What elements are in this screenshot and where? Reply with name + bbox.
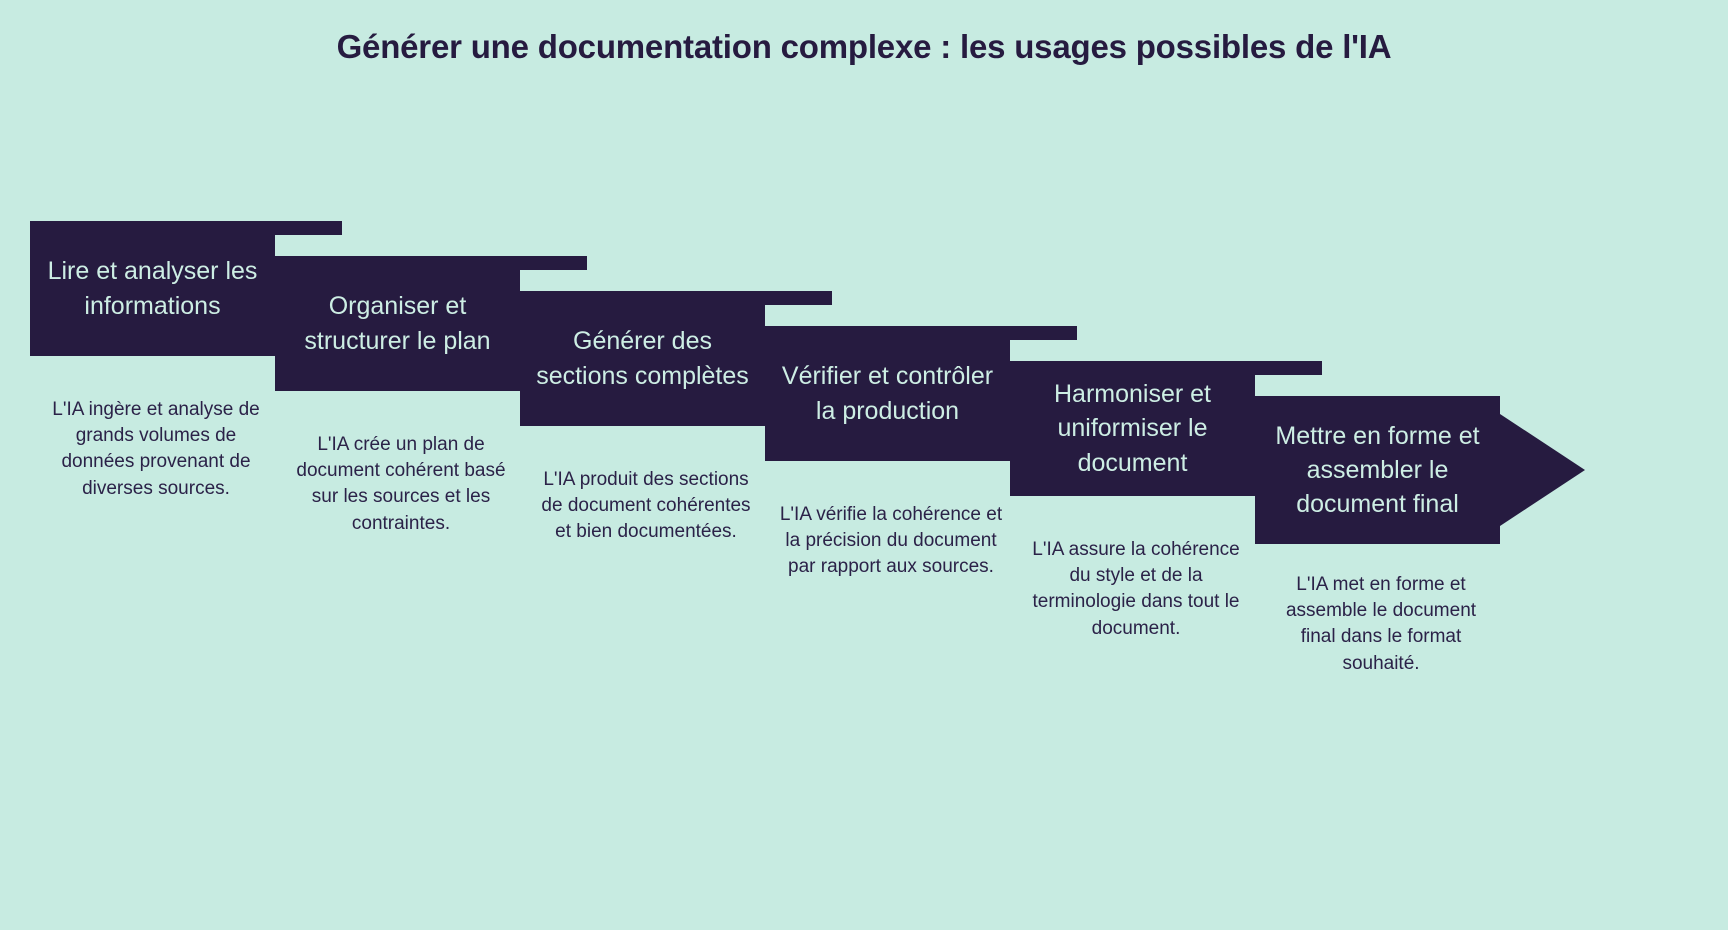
step-3-description: L'IA produit des sections de document co…: [541, 469, 751, 543]
step-1-description: L'IA ingère et analyse de grands volumes…: [52, 399, 260, 499]
step-6-description: L'IA met en forme et assemble le documen…: [1285, 574, 1477, 674]
process-step-1: Lire et analyser les informations L'IA i…: [30, 221, 342, 641]
step-2-description: L'IA crée un plan de document cohérent b…: [296, 434, 506, 534]
step-6-arrow-shape: [1255, 396, 1585, 544]
step-6-title: Mettre en forme et assembler le document…: [1275, 421, 1480, 519]
step-2-title: Organiser et structurer le plan: [304, 292, 491, 355]
step-3-title: Générer des sections complètes: [536, 327, 749, 390]
page-title: Générer une documentation complexe : les…: [336, 28, 1392, 65]
process-step-4: Vérifier et contrôler la production L'IA…: [765, 326, 1077, 746]
process-step-6: Mettre en forme et assembler le document…: [1255, 396, 1675, 816]
step-4-description: L'IA vérifie la cohérence et la précisio…: [779, 504, 1003, 578]
process-step-5: Harmoniser et uniformiser le document L'…: [1010, 361, 1322, 781]
step-1-title: Lire et analyser les informations: [47, 257, 258, 320]
step-1-banner-shape: [30, 221, 342, 356]
step-4-banner-shape: [765, 326, 1077, 461]
process-step-3: Générer des sections complètes L'IA prod…: [520, 291, 832, 711]
step-2-banner-shape: [275, 256, 587, 391]
step-3-banner-shape: [520, 291, 832, 426]
process-step-2: Organiser et structurer le plan L'IA cré…: [275, 256, 587, 676]
step-5-banner-shape: [1010, 361, 1322, 496]
step-5-description: L'IA assure la cohérence du style et de …: [1032, 539, 1240, 639]
step-5-title: Harmoniser et uniformiser le document: [1054, 380, 1211, 477]
step-4-title: Vérifier et contrôler la production: [781, 362, 994, 425]
